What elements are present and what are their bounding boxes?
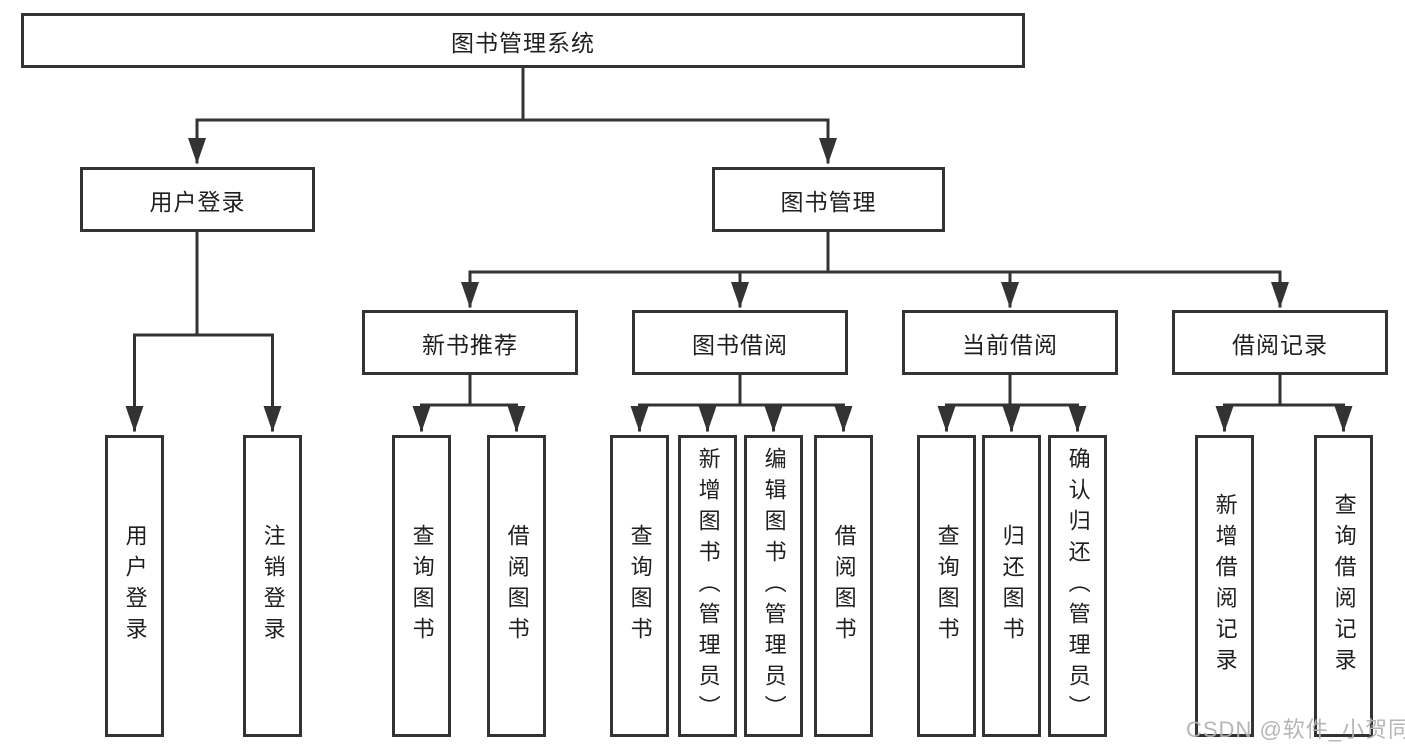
leaf-label: 编辑图书（管理员） <box>761 446 787 726</box>
leaf-br-query-record: 查询借阅记录 <box>1314 435 1373 737</box>
csdn-watermark: CSDN @软件_小贺同学 <box>1186 717 1405 742</box>
leaf-cb-return-books: 归还图书 <box>982 435 1041 737</box>
leaf-nb-borrow-books: 借阅图书 <box>487 435 546 737</box>
leaf-label: 新增借阅记录 <box>1212 493 1238 679</box>
leaf-label: 借阅图书 <box>504 524 530 648</box>
leaf-label: 归还图书 <box>999 524 1025 648</box>
leaf-br-add-record: 新增借阅记录 <box>1195 435 1254 737</box>
node-label: 图书管理系统 <box>451 29 595 56</box>
node-label: 借阅记录 <box>1232 331 1328 358</box>
leaf-label: 查询图书 <box>627 524 653 648</box>
node-label: 当前借阅 <box>962 331 1058 358</box>
leaf-label: 查询借阅记录 <box>1331 493 1357 679</box>
leaf-bb-add-book-admin: 新增图书（管理员） <box>678 435 737 737</box>
leaf-nb-query-books: 查询图书 <box>392 435 451 737</box>
leaf-label: 查询图书 <box>409 524 435 648</box>
leaf-bb-edit-book-admin: 编辑图书（管理员） <box>744 435 803 737</box>
leaf-cb-confirm-return-admin: 确认归还（管理员） <box>1048 435 1107 737</box>
node-label: 图书管理 <box>780 188 877 215</box>
leaf-logout: 注销登录 <box>243 435 302 737</box>
leaf-label: 注销登录 <box>260 524 286 648</box>
leaf-label: 用户登录 <box>122 524 148 648</box>
leaf-label: 新增图书（管理员） <box>695 446 721 726</box>
node-label: 用户登录 <box>149 188 246 215</box>
leaf-label: 借阅图书 <box>831 524 857 648</box>
leaf-cb-query-books: 查询图书 <box>917 435 976 737</box>
leaf-label: 查询图书 <box>934 524 960 648</box>
leaf-bb-query-books: 查询图书 <box>610 435 669 737</box>
leaf-user-login: 用户登录 <box>105 435 164 737</box>
node-book-borrow: 图书借阅 <box>632 310 848 375</box>
node-current-borrow: 当前借阅 <box>902 310 1118 375</box>
node-borrow-records: 借阅记录 <box>1172 310 1388 375</box>
node-user-login: 用户登录 <box>80 167 315 232</box>
node-new-book-recommend: 新书推荐 <box>362 310 578 375</box>
leaf-label: 确认归还（管理员） <box>1065 446 1091 726</box>
node-book-management: 图书管理 <box>712 167 945 232</box>
node-label: 新书推荐 <box>422 331 518 358</box>
node-library-management-system: 图书管理系统 <box>21 13 1025 68</box>
node-label: 图书借阅 <box>692 331 788 358</box>
leaf-bb-borrow-books: 借阅图书 <box>814 435 873 737</box>
